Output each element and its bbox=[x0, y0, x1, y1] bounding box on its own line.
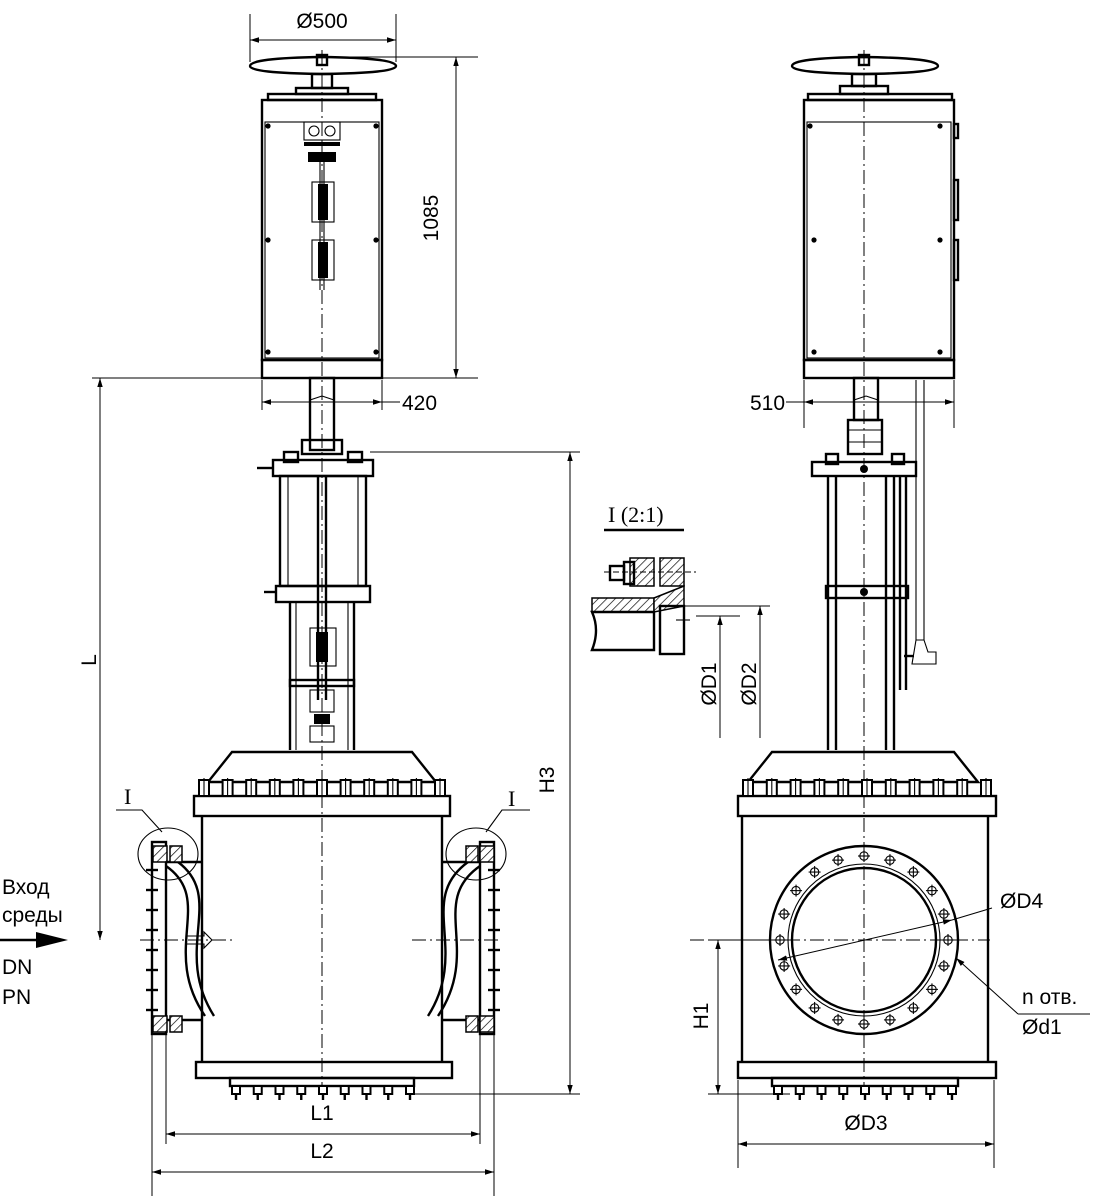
bottom-bolts-front bbox=[231, 1085, 415, 1100]
bolt-nut bbox=[816, 1085, 827, 1095]
dimensions-side bbox=[708, 380, 1090, 1168]
bolt-nut bbox=[405, 1085, 415, 1095]
label-DN: DN bbox=[2, 956, 32, 979]
bolt-nut bbox=[231, 1085, 241, 1095]
dim-420: 420 bbox=[402, 392, 437, 415]
dim-L: L bbox=[78, 654, 101, 666]
bolt-nut bbox=[383, 1085, 394, 1095]
stem-yoke-front bbox=[257, 376, 375, 750]
stem-yoke-side bbox=[810, 376, 937, 750]
bolt-nut bbox=[881, 1085, 892, 1095]
top-bolts-side bbox=[742, 778, 992, 797]
dim-L2: L2 bbox=[310, 1140, 333, 1163]
bolt-nut bbox=[361, 1085, 372, 1095]
holes-label-line2: Ød1 bbox=[1022, 1016, 1062, 1039]
detail-mark-left: I bbox=[124, 784, 131, 809]
bolt-nut bbox=[296, 1085, 307, 1095]
dim-1085: 1085 bbox=[420, 195, 443, 242]
valve-body-side bbox=[690, 816, 998, 1088]
dim-H1: H1 bbox=[690, 1003, 713, 1030]
inlet-label-line1: Вход bbox=[2, 876, 50, 899]
bolt-nut bbox=[274, 1085, 285, 1095]
label-PN: PN bbox=[2, 986, 31, 1009]
bolt-nut bbox=[339, 1085, 350, 1095]
dim-H3: H3 bbox=[536, 767, 559, 794]
top-bolts-front bbox=[198, 778, 446, 797]
labels: Ø500 1085 420 L H3 I I I (2:1) ØD1 ØD2 В… bbox=[2, 10, 1077, 1163]
dimensions-front bbox=[92, 14, 580, 1196]
bolt-nut bbox=[252, 1085, 263, 1095]
dim-L1: L1 bbox=[310, 1102, 333, 1125]
bolt-nut bbox=[773, 1085, 783, 1095]
inlet-label-line2: среды bbox=[2, 904, 63, 927]
bonnet-side bbox=[745, 750, 981, 784]
dim-D2: ØD2 bbox=[738, 662, 761, 705]
dim-D3: ØD3 bbox=[844, 1112, 887, 1135]
handwheel-side bbox=[790, 53, 954, 102]
holes-label-line1: n отв. bbox=[1022, 986, 1077, 1009]
bolt-nut bbox=[794, 1085, 805, 1095]
detail-view bbox=[590, 528, 770, 738]
dim-510: 510 bbox=[750, 392, 785, 415]
bolt-nut bbox=[947, 1085, 957, 1095]
flange-bolt-ticks bbox=[146, 868, 500, 1012]
side-view bbox=[690, 50, 1090, 1168]
top-flange-side bbox=[736, 794, 998, 818]
inlet-arrow bbox=[36, 932, 68, 948]
bolt-nut bbox=[838, 1085, 849, 1095]
dim-D4: ØD4 bbox=[1000, 890, 1044, 913]
bottom-bolts-side bbox=[773, 1085, 957, 1100]
bolt-nut bbox=[925, 1085, 936, 1095]
handwheel-front bbox=[248, 53, 398, 102]
dim-D1: ØD1 bbox=[698, 662, 721, 705]
valve-body-front bbox=[137, 816, 507, 1088]
actuator-cabinet-side bbox=[802, 98, 960, 380]
detail-title: I (2:1) bbox=[608, 502, 664, 527]
bolt-nut bbox=[860, 1085, 870, 1095]
actuator-cabinet-front bbox=[260, 98, 384, 380]
bolt-nut bbox=[903, 1085, 914, 1095]
front-view bbox=[0, 14, 580, 1196]
detail-mark-right: I bbox=[508, 786, 515, 811]
dim-d500: Ø500 bbox=[296, 10, 347, 33]
bolt-nut bbox=[318, 1085, 328, 1095]
